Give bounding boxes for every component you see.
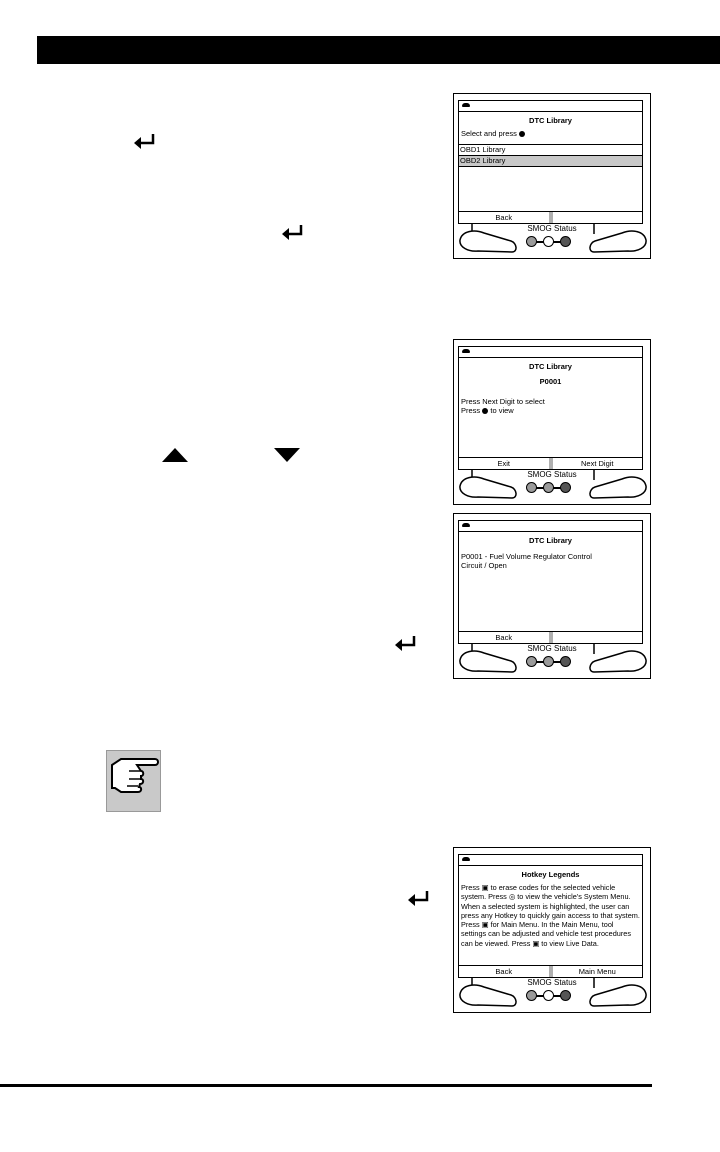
smog-status-leds bbox=[526, 481, 572, 495]
screen-line: Press Next Digit to select bbox=[461, 397, 545, 406]
screen-title: DTC Library bbox=[529, 116, 572, 125]
softkey-bar: Back bbox=[459, 211, 642, 223]
smog-status-leds bbox=[526, 989, 572, 1003]
status-strip bbox=[459, 101, 642, 112]
list-item[interactable]: OBD2 Library bbox=[459, 156, 642, 167]
enter-icon bbox=[518, 131, 525, 138]
screen-title: DTC Library bbox=[529, 362, 572, 371]
enter-arrow-icon bbox=[395, 636, 416, 651]
pointing-hand-icon bbox=[111, 758, 159, 793]
softkey-left[interactable]: Back bbox=[495, 633, 513, 642]
scanner-device-3: DTC Library P0001 - Fuel Volume Regulato… bbox=[453, 513, 651, 679]
list-item[interactable]: OBD1 Library bbox=[459, 144, 642, 156]
status-strip bbox=[459, 855, 642, 866]
smog-status-leds bbox=[526, 235, 572, 249]
softkey-right[interactable]: Next Digit bbox=[580, 459, 614, 468]
device-screen: DTC Library Select and press OBD1 Librar… bbox=[458, 100, 643, 224]
scanner-device-4: Hotkey Legends Press ▣ to erase codes fo… bbox=[453, 847, 651, 1013]
function-keys[interactable] bbox=[454, 514, 652, 680]
note-icon bbox=[106, 750, 161, 812]
softkey-right[interactable]: Main Menu bbox=[578, 967, 616, 976]
enter-arrow-icon bbox=[282, 225, 303, 240]
function-keys[interactable] bbox=[454, 340, 652, 506]
dtc-definition-line: Circuit / Open bbox=[461, 561, 507, 570]
device-screen: DTC Library P0001 - Fuel Volume Regulato… bbox=[458, 520, 643, 644]
enter-icon bbox=[482, 408, 489, 415]
enter-arrow-icon bbox=[408, 891, 429, 906]
status-strip bbox=[459, 521, 642, 532]
softkey-left[interactable]: Back bbox=[495, 967, 513, 976]
vehicle-icon bbox=[462, 103, 470, 107]
scanner-device-1: DTC Library Select and press OBD1 Librar… bbox=[453, 93, 651, 259]
vehicle-icon bbox=[462, 857, 470, 861]
up-arrow-icon bbox=[162, 448, 188, 462]
smog-status-label: SMOG Status bbox=[527, 224, 577, 233]
function-keys[interactable] bbox=[454, 848, 652, 1014]
softkey-bar: Back Main Menu bbox=[459, 965, 642, 977]
smog-status-label: SMOG Status bbox=[527, 470, 577, 479]
vehicle-icon bbox=[462, 523, 470, 527]
screen-title: Hotkey Legends bbox=[521, 870, 580, 879]
smog-status-label: SMOG Status bbox=[527, 644, 577, 653]
screen-title: DTC Library bbox=[529, 536, 572, 545]
enter-arrow-icon bbox=[134, 134, 155, 149]
dtc-code-entry[interactable]: P0001 bbox=[539, 377, 562, 386]
softkey-left[interactable]: Back bbox=[495, 213, 513, 222]
function-keys[interactable] bbox=[454, 94, 652, 260]
down-arrow-icon bbox=[274, 448, 300, 462]
softkey-bar: Exit Next Digit bbox=[459, 457, 642, 469]
screen-prompt: Select and press bbox=[459, 129, 642, 138]
device-screen: Hotkey Legends Press ▣ to erase codes fo… bbox=[458, 854, 643, 978]
page-header-bar bbox=[37, 36, 720, 64]
footer-rule bbox=[0, 1084, 652, 1087]
softkey-bar: Back bbox=[459, 631, 642, 643]
hotkey-legend-text: Press ▣ to erase codes for the selected … bbox=[461, 883, 640, 948]
scanner-device-2: DTC Library P0001 Press Next Digit to se… bbox=[453, 339, 651, 505]
smog-status-leds bbox=[526, 655, 572, 669]
vehicle-icon bbox=[462, 349, 470, 353]
dtc-definition-line: P0001 - Fuel Volume Regulator Control bbox=[461, 552, 592, 561]
softkey-left[interactable]: Exit bbox=[497, 459, 510, 468]
screen-line: Press to view bbox=[461, 406, 514, 415]
smog-status-label: SMOG Status bbox=[527, 978, 577, 987]
device-screen: DTC Library P0001 Press Next Digit to se… bbox=[458, 346, 643, 470]
status-strip bbox=[459, 347, 642, 358]
